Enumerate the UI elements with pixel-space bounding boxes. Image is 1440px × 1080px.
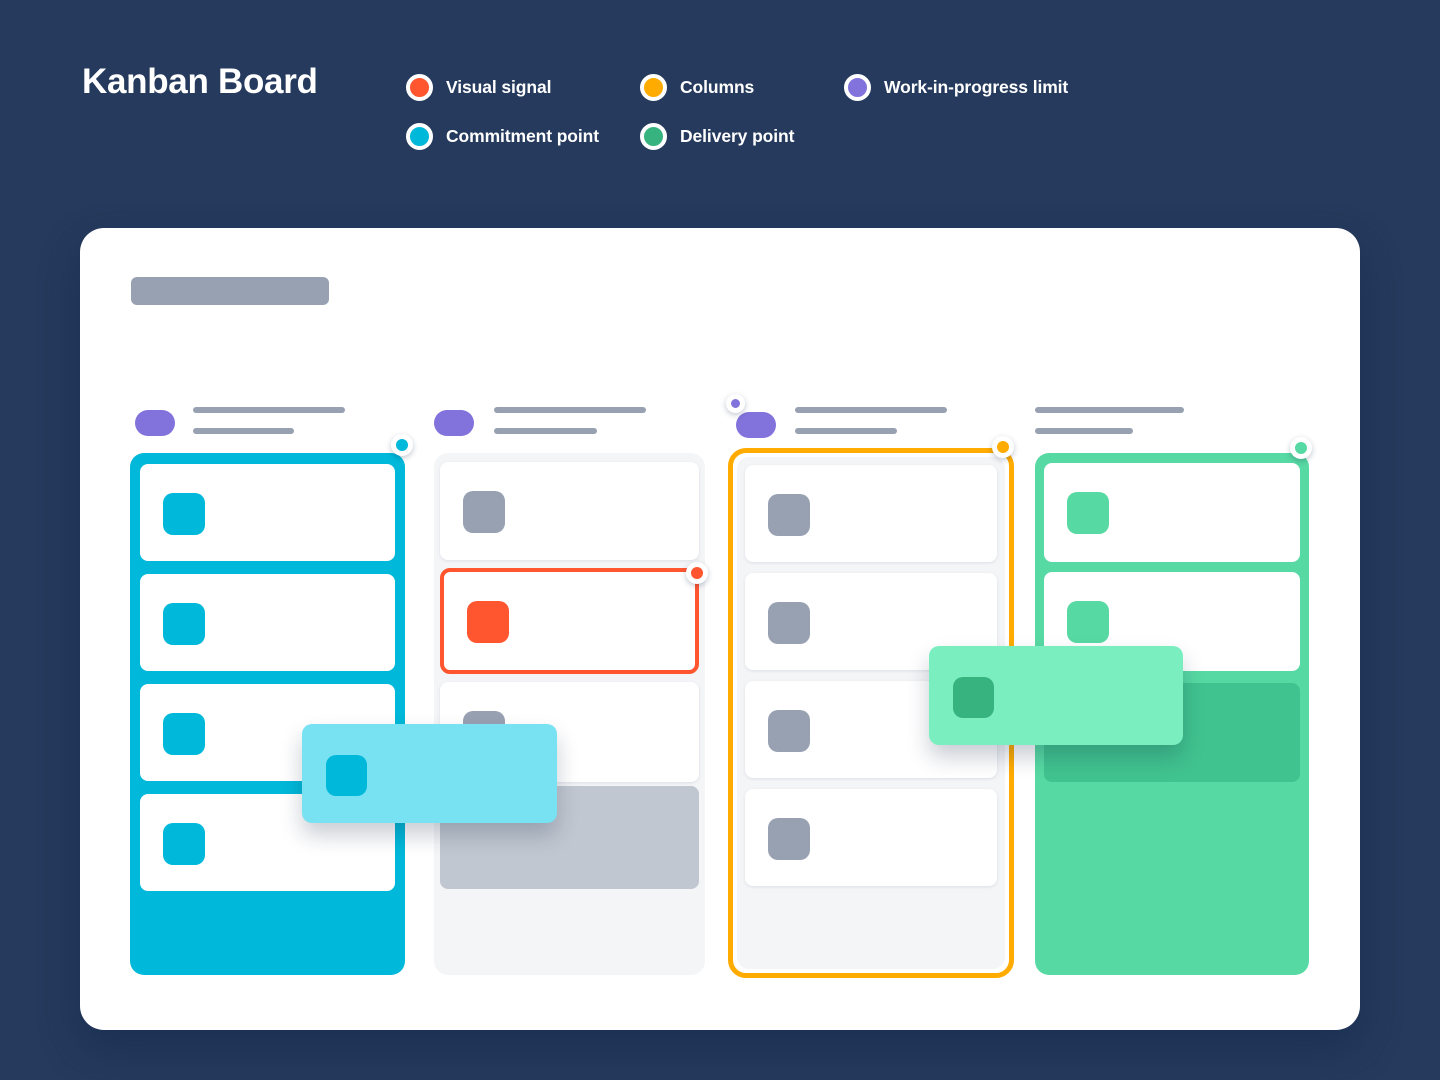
kanban-card: [745, 789, 997, 886]
moving-card-delivery: [929, 646, 1183, 745]
card-tag-square: [326, 755, 367, 796]
kanban-card-highlighted: [440, 562, 708, 674]
column-subtitle-placeholder-line: [1035, 428, 1133, 434]
card-tag-square: [768, 710, 810, 752]
kanban-column-1: [130, 453, 405, 975]
legend-label: Visual signal: [446, 77, 552, 97]
column-subtitle-placeholder-line: [494, 428, 597, 434]
kanban-card: [140, 464, 395, 561]
column-title-placeholder-line: [494, 407, 646, 413]
delivery-point-marker-icon: [1290, 437, 1312, 459]
column-title-placeholder-line: [795, 407, 947, 413]
column-avatar-placeholder: [135, 410, 175, 436]
column-subtitle-placeholder-line: [193, 428, 294, 434]
card-tag-square: [768, 818, 810, 860]
kanban-card: [140, 574, 395, 671]
legend: Visual signal Columns Work-in-progress lim…: [406, 74, 1068, 150]
card-tag-square: [467, 601, 509, 643]
kanban-card: [1044, 463, 1300, 562]
kanban-column-3: [728, 448, 1014, 978]
board-title-placeholder: [131, 277, 329, 305]
legend-label: Work-in-progress limit: [884, 77, 1069, 97]
kanban-card: [440, 462, 699, 560]
kanban-card: [745, 465, 997, 562]
legend-label: Commitment point: [446, 126, 599, 146]
column-subtitle-placeholder-line: [795, 428, 897, 434]
legend-item: Work-in-progress limit: [844, 74, 1068, 101]
card-tag-square: [163, 713, 205, 755]
card-stack: [745, 465, 997, 961]
legend-item: Visual signal: [406, 74, 640, 101]
legend-item: Delivery point: [640, 123, 844, 150]
card-tag-square: [768, 494, 810, 536]
card-tag-square: [163, 823, 205, 865]
column-title-placeholder-line: [193, 407, 345, 413]
work-in-progress-limit-dot-icon: [844, 74, 871, 101]
card-tag-square: [768, 602, 810, 644]
card-stack: [140, 464, 395, 964]
columns-dot-icon: [640, 74, 667, 101]
moving-card-commitment: [302, 724, 557, 823]
wip-limit-marker-icon: [726, 394, 745, 413]
visual-signal-marker-icon: [686, 562, 708, 584]
column-avatar-placeholder: [434, 410, 474, 436]
legend-item: Commitment point: [406, 123, 640, 150]
card-tag-square: [953, 677, 994, 718]
card-tag-square: [463, 491, 505, 533]
card-tag-square: [1067, 601, 1109, 643]
column-title-placeholder-line: [1035, 407, 1184, 413]
commitment-point-marker-icon: [391, 434, 413, 456]
card-tag-square: [163, 493, 205, 535]
card-tag-square: [1067, 492, 1109, 534]
kanban-board-panel: [80, 228, 1360, 1030]
delivery-point-dot-icon: [640, 123, 667, 150]
kanban-column-2: [434, 453, 708, 975]
legend-label: Delivery point: [680, 126, 795, 146]
column-3-inner-well: [737, 457, 1005, 969]
commitment-point-dot-icon: [406, 123, 433, 150]
card-stack: [440, 462, 708, 966]
visual-signal-dot-icon: [406, 74, 433, 101]
columns-marker-icon: [992, 436, 1014, 458]
page-title: Kanban Board: [82, 62, 318, 101]
card-tag-square: [163, 603, 205, 645]
legend-label: Columns: [680, 77, 755, 97]
column-avatar-placeholder: [736, 412, 776, 438]
legend-item: Columns: [640, 74, 844, 101]
